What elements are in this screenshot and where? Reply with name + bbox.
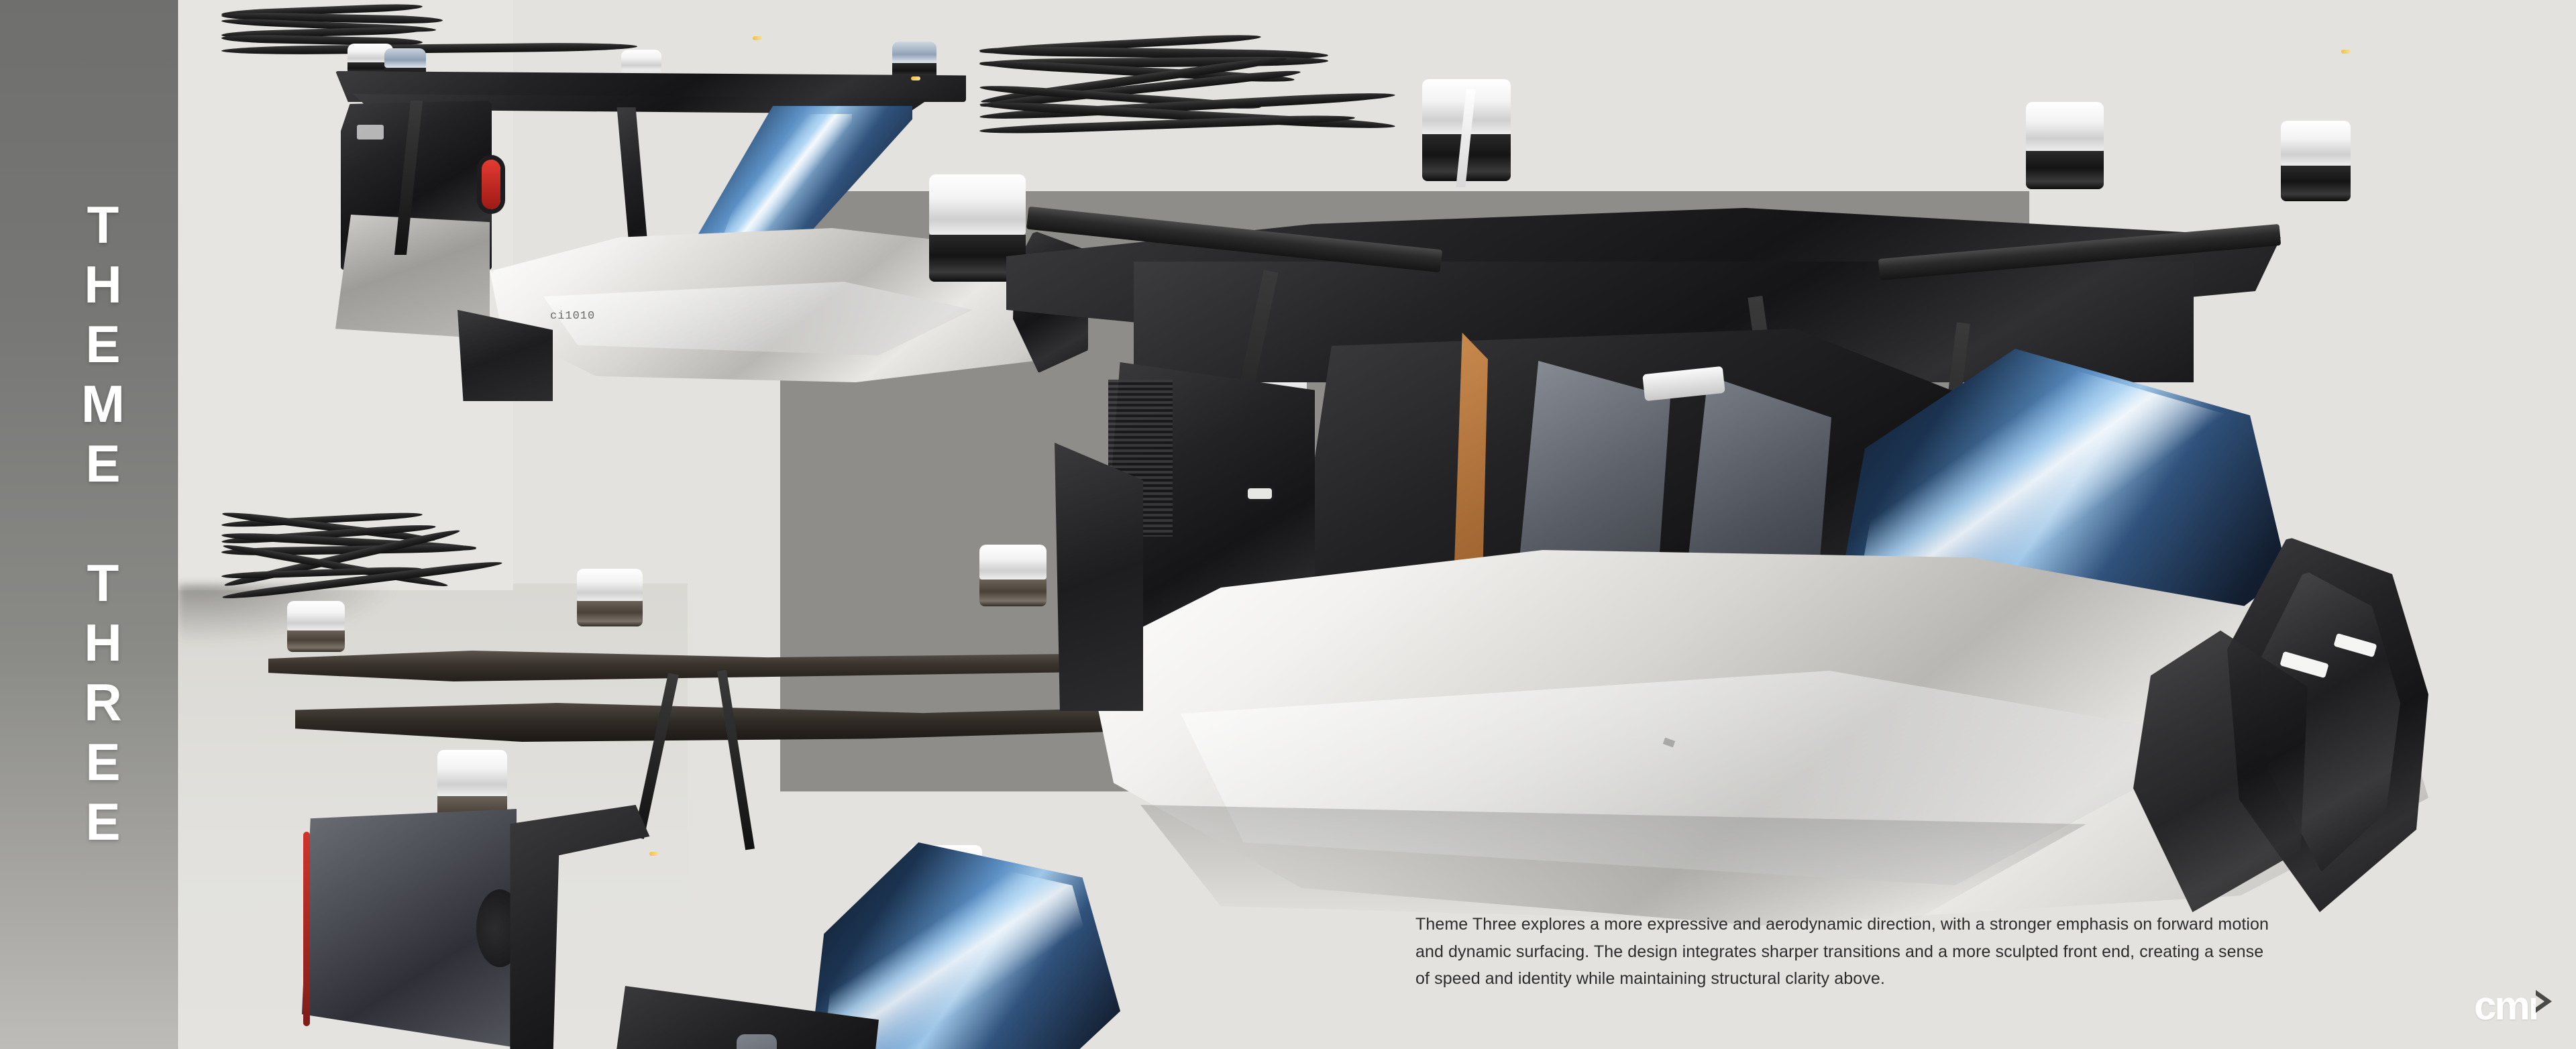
- rotor-nacelle: [979, 545, 1046, 606]
- page-title: THEME THREE: [73, 195, 133, 852]
- nacelle-top-housing: [979, 545, 1046, 579]
- landing-skid: [1055, 443, 1143, 711]
- blade-tip-light: [2341, 50, 2351, 54]
- seat-headrest: [737, 1034, 777, 1049]
- nacelle-top-housing: [892, 42, 936, 63]
- hero-perspective-view: [911, 33, 2576, 952]
- nacelle-top-housing: [437, 750, 507, 797]
- blade-tip-light: [911, 76, 920, 80]
- caption-line-1: Theme Three explores a more expressive a…: [1415, 915, 2269, 934]
- fuselage-lower-shadow: [1140, 805, 2086, 926]
- sketch-annotation: ci1010: [550, 310, 596, 323]
- rotor-nacelle: [929, 174, 1026, 282]
- rear-badge: [357, 125, 384, 140]
- nacelle-motor-can: [2026, 150, 2104, 189]
- nacelle-motor-can: [577, 601, 643, 626]
- front-three-quarter-view: [133, 510, 1348, 1049]
- door-handle: [1248, 488, 1272, 499]
- nacelle-top-housing: [384, 48, 426, 68]
- rotor-nacelle: [287, 601, 345, 652]
- rotor-nacelle: [1422, 79, 1511, 188]
- rotor-nacelle: [2026, 102, 2104, 189]
- blade-tip-light: [649, 852, 659, 856]
- caption-line-2: and dynamic surfacing. The design integr…: [1415, 942, 2264, 961]
- rotor-nacelle: [2281, 121, 2351, 201]
- brand-logo: cmr: [2474, 985, 2561, 1034]
- caption-block: Theme Three explores a more expressive a…: [1415, 911, 2388, 993]
- caption-line-3: of speed and identity while maintaining …: [1415, 969, 1885, 988]
- nacelle-top-housing: [2281, 121, 2351, 166]
- nacelle-top-housing: [621, 50, 661, 71]
- nacelle-top-housing: [577, 569, 643, 602]
- tail-light: [482, 160, 500, 209]
- diagonal-strut: [716, 669, 755, 850]
- chevron-inner-notch-icon: [2536, 995, 2544, 1007]
- side-title-panel: THEME THREE: [0, 0, 178, 1049]
- nacelle-motor-can: [2281, 166, 2351, 201]
- tail-light-strip: [303, 832, 310, 1026]
- logo-wordmark: cmr: [2474, 983, 2544, 1028]
- rotor-blade: [221, 42, 638, 56]
- nacelle-top-housing: [2026, 102, 2104, 151]
- nacelle-top-housing: [287, 601, 345, 631]
- rotor-blade: [221, 559, 503, 602]
- nacelle-motor-can: [979, 579, 1046, 606]
- side-profile-view: ci1010: [146, 3, 1093, 401]
- nacelle-motor-can: [287, 630, 345, 652]
- diagonal-strut: [633, 673, 679, 839]
- rotor-nacelle: [892, 42, 936, 80]
- rotor-nacelle: [577, 569, 643, 626]
- nacelle-top-housing: [929, 174, 1026, 235]
- blade-tip-light: [753, 36, 762, 40]
